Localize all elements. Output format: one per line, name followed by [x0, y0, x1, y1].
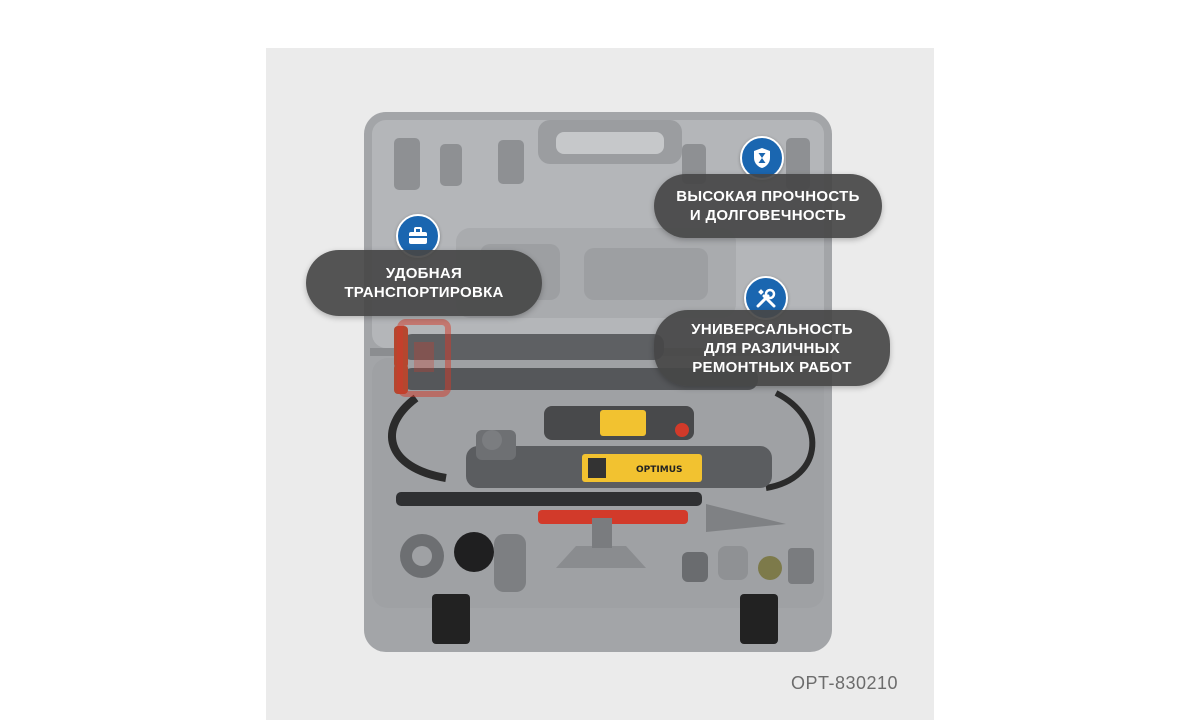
product-sku: OPT-830210 [791, 673, 899, 693]
hourglass-shield-icon [740, 136, 784, 180]
product-photo: OPTIMUS [266, 48, 934, 720]
watermark-logo [397, 319, 451, 397]
callout-transport: УДОБНАЯ ТРАНСПОРТИРОВКА [306, 250, 542, 316]
brand-label: OPTIMUS [636, 465, 682, 475]
callout-universal: УНИВЕРСАЛЬНОСТЬ ДЛЯ РАЗЛИЧНЫХ РЕМОНТНЫХ … [654, 310, 890, 386]
callout-durability-line2: И ДОЛГОВЕЧНОСТЬ [689, 207, 847, 224]
callout-transport-line2: ТРАНСПОРТИРОВКА [344, 284, 504, 301]
hydraulic-kit-case-illustration: OPTIMUS [364, 112, 832, 652]
callout-durability-line1: ВЫСОКАЯ ПРОЧНОСТЬ [676, 188, 860, 205]
callout-universal-line3: РЕМОНТНЫХ РАБОТ [692, 359, 852, 376]
callout-transport-line1: УДОБНАЯ [385, 265, 463, 282]
callout-universal-line2: ДЛЯ РАЗЛИЧНЫХ [704, 340, 840, 357]
callout-durability: ВЫСОКАЯ ПРОЧНОСТЬ И ДОЛГОВЕЧНОСТЬ [654, 174, 882, 238]
callout-universal-line1: УНИВЕРСАЛЬНОСТЬ [691, 321, 853, 338]
